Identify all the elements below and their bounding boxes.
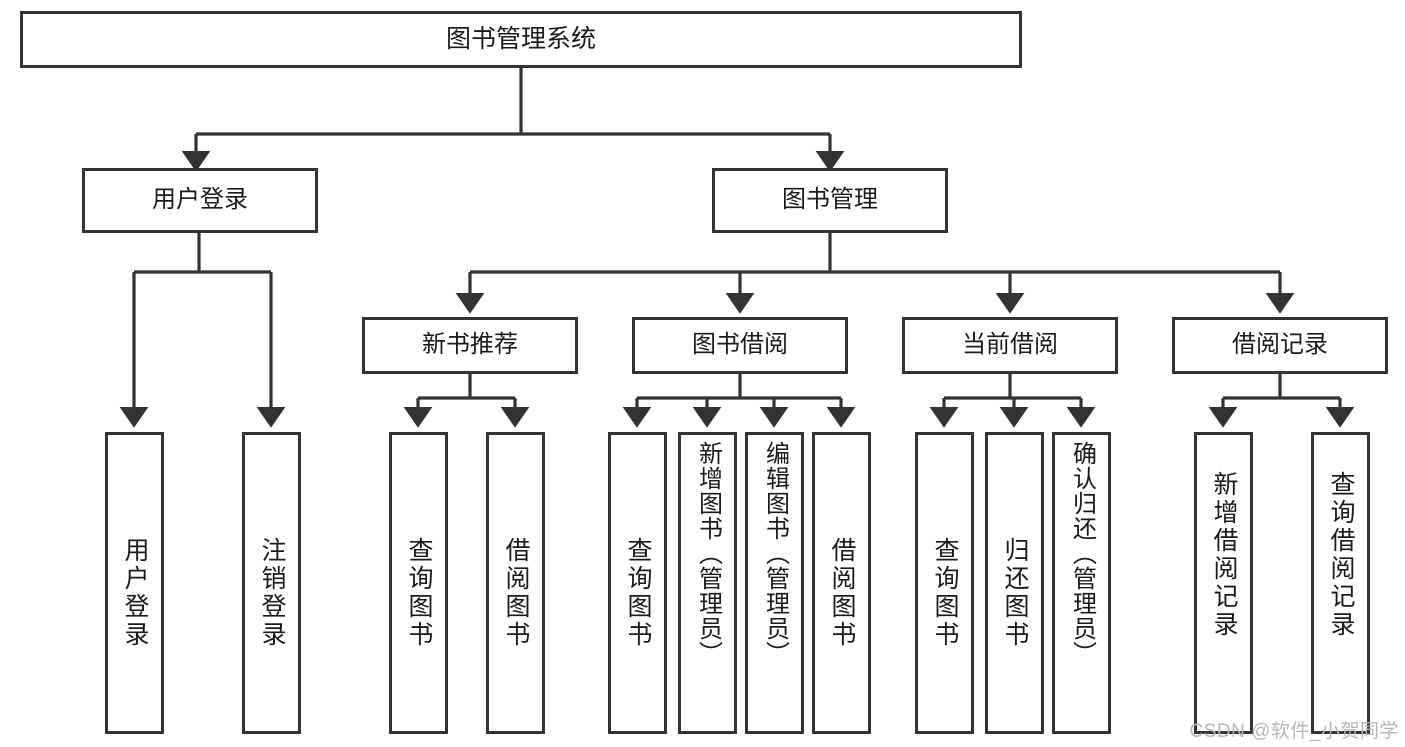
node-book-borrow[interactable]: 图书借阅 xyxy=(632,317,848,374)
node-borrow-record[interactable]: 借阅记录 xyxy=(1172,317,1388,374)
node-label: 查询图书 xyxy=(405,537,433,649)
leaf-borrow-book-borrow[interactable]: 借阅图书 xyxy=(812,432,871,734)
leaf-query-book-current[interactable]: 查询图书 xyxy=(915,432,974,734)
leaf-query-borrow-record[interactable]: 查询借阅记录 xyxy=(1311,432,1370,734)
node-label: 图书借阅 xyxy=(692,331,788,359)
leaf-user-logout[interactable]: 注销登录 xyxy=(242,432,301,734)
node-label: 查询图书 xyxy=(624,537,652,649)
node-label: 借阅图书 xyxy=(502,537,530,649)
leaf-add-borrow-record[interactable]: 新增借阅记录 xyxy=(1194,432,1253,734)
node-current-borrow[interactable]: 当前借阅 xyxy=(902,317,1118,374)
leaf-query-book-new[interactable]: 查询图书 xyxy=(389,432,448,734)
node-label: 确认归还（管理员） xyxy=(1068,441,1096,666)
node-user-login[interactable]: 用户登录 xyxy=(82,168,318,233)
node-label: 编辑图书（管理员） xyxy=(761,441,789,666)
node-label: 借阅记录 xyxy=(1232,331,1328,359)
node-book-manage[interactable]: 图书管理 xyxy=(712,168,948,233)
node-label: 图书管理系统 xyxy=(445,24,596,53)
leaf-add-book-admin[interactable]: 新增图书（管理员） xyxy=(678,432,737,734)
node-book-management-system[interactable]: 图书管理系统 xyxy=(20,11,1022,68)
leaf-confirm-return-admin[interactable]: 确认归还（管理员） xyxy=(1052,432,1111,734)
node-label: 注销登录 xyxy=(258,537,286,649)
node-label: 用户登录 xyxy=(152,186,248,214)
node-label: 查询图书 xyxy=(931,537,959,649)
node-label: 归还图书 xyxy=(1001,537,1029,649)
leaf-borrow-book-new[interactable]: 借阅图书 xyxy=(486,432,545,734)
node-label: 用户登录 xyxy=(121,537,149,649)
node-label: 图书管理 xyxy=(782,186,878,214)
node-label: 新增图书（管理员） xyxy=(694,441,722,666)
node-label: 新书推荐 xyxy=(422,331,518,359)
node-label: 借阅图书 xyxy=(828,537,856,649)
node-label: 查询借阅记录 xyxy=(1327,471,1355,639)
leaf-user-login[interactable]: 用户登录 xyxy=(105,432,164,734)
leaf-edit-book-admin[interactable]: 编辑图书（管理员） xyxy=(745,432,804,734)
node-label: 新增借阅记录 xyxy=(1210,471,1238,639)
leaf-return-book[interactable]: 归还图书 xyxy=(985,432,1044,734)
node-label: 当前借阅 xyxy=(962,331,1058,359)
leaf-query-book-borrow[interactable]: 查询图书 xyxy=(608,432,667,734)
node-new-book-recommend[interactable]: 新书推荐 xyxy=(362,317,578,374)
